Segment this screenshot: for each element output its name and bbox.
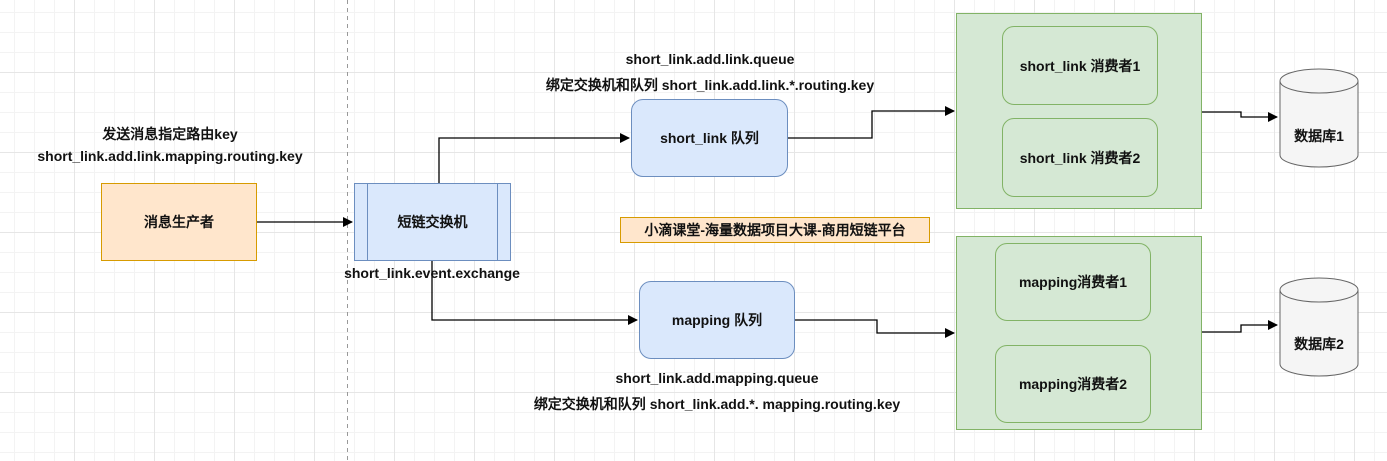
exchange-right-bar (497, 184, 498, 260)
link-queue-info: short_link.add.link.queue 绑定交换机和队列 short… (510, 48, 910, 96)
producer-note-line1: 发送消息指定路由key (102, 126, 238, 142)
database-2-label: 数据库2 (1294, 336, 1344, 352)
arrow-consumers-to-db2 (1202, 320, 1278, 333)
producer-note-line2: short_link.add.link.mapping.routing.key (37, 148, 303, 164)
exchange-name: short_link.event.exchange (344, 265, 520, 281)
producer-label: 消息生产者 (144, 214, 214, 230)
producer-note: 发送消息指定路由key short_link.add.link.mapping.… (0, 123, 340, 167)
watermark-banner: 小滴课堂-海量数据项目大课-商用短链平台 (620, 217, 930, 243)
mapping-consumer-1-label: mapping消费者1 (1018, 274, 1128, 290)
mapping-queue-info: short_link.add.mapping.queue 绑定交换机和队列 sh… (497, 367, 937, 415)
mapping-queue-name: short_link.add.mapping.queue (615, 370, 819, 386)
link-queue-name: short_link.add.link.queue (625, 51, 795, 67)
mapping-consumer-2-label: mapping消费者2 (1018, 376, 1128, 392)
arrow-exchange-to-link-queue (438, 133, 630, 183)
exchange-box: 短链交换机 (354, 183, 511, 261)
mapping-consumer-2: mapping消费者2 (995, 345, 1151, 423)
link-queue-label: short_link 队列 (660, 130, 759, 146)
link-consumer-2-label: short_link 消费者2 (1019, 149, 1141, 166)
producer-box: 消息生产者 (101, 183, 257, 261)
arrow-consumers-to-db1 (1202, 111, 1278, 122)
link-queue-box: short_link 队列 (631, 99, 788, 177)
mapping-queue-box: mapping 队列 (639, 281, 795, 359)
mapping-consumer-1: mapping消费者1 (995, 243, 1151, 321)
database-2-icon (1279, 277, 1359, 377)
database-1-label: 数据库1 (1294, 128, 1344, 144)
link-consumer-2: short_link 消费者2 (1002, 118, 1158, 197)
arrow-link-queue-to-consumers (788, 106, 955, 139)
link-consumer-1-label: short_link 消费者1 (1019, 57, 1141, 74)
link-consumer-1: short_link 消费者1 (1002, 26, 1158, 105)
mapping-queue-label: mapping 队列 (671, 312, 763, 328)
database-1-icon (1279, 68, 1359, 168)
arrow-mapping-queue-to-consumers (795, 319, 955, 338)
arrow-exchange-to-mapping-queue (431, 261, 638, 325)
exchange-left-bar (367, 184, 368, 260)
link-queue-binding: 绑定交换机和队列 short_link.add.link.*.routing.k… (545, 77, 875, 93)
mapping-queue-binding: 绑定交换机和队列 short_link.add.*. mapping.routi… (533, 396, 901, 412)
exchange-label: 短链交换机 (397, 214, 468, 230)
